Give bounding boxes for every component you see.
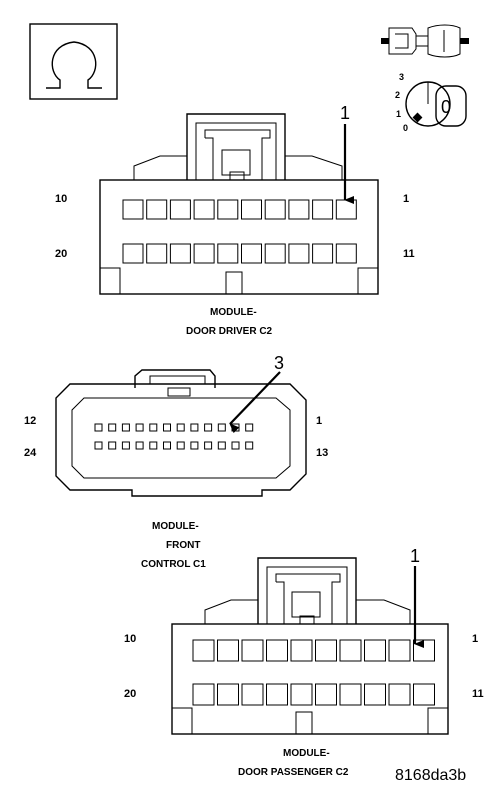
pin-cavity — [335, 199, 357, 220]
passenger-pin-label-1: 1 — [472, 633, 478, 645]
pin-cavity — [121, 423, 130, 432]
front-caption-line1: MODULE- — [152, 521, 199, 532]
pin-cavity — [266, 639, 288, 662]
pin-cavity — [94, 441, 103, 450]
pin-cavity — [241, 243, 262, 264]
ohmmeter-icon — [29, 23, 118, 100]
pin-cavity — [312, 199, 334, 220]
pin-cavity — [288, 243, 310, 264]
pin-cavity — [204, 441, 213, 450]
pin-cavity — [176, 423, 185, 432]
pin-cavity — [290, 639, 313, 662]
pin-cavity — [146, 243, 168, 264]
passenger-callout-1: 1 — [410, 546, 420, 566]
pin-cavity — [288, 199, 310, 220]
pin-cavity — [121, 441, 130, 450]
passenger-pin-label-10: 10 — [124, 633, 136, 645]
pin-cavity — [169, 243, 191, 264]
connector-door-passenger-c2 — [171, 557, 449, 735]
pin-cavity — [193, 199, 215, 220]
front-pin-label-13: 13 — [316, 447, 328, 459]
pin-cavity — [149, 441, 158, 450]
pin-cavity — [315, 683, 337, 706]
pin-cavity — [364, 639, 386, 662]
pin-cavity — [241, 639, 264, 662]
figure-id: 8168da3b — [395, 767, 466, 784]
front-pin-label-1: 1 — [316, 415, 322, 427]
passenger-caption-line2: DOOR PASSENGER C2 — [238, 767, 349, 778]
front-pin-label-24: 24 — [24, 447, 37, 459]
pin-cavity — [190, 441, 199, 450]
pin-cavity — [122, 243, 144, 264]
pin-cavity — [108, 441, 117, 450]
passenger-pin-label-20: 20 — [124, 688, 136, 700]
pin-cavity — [94, 423, 103, 432]
pin-cavity — [413, 639, 435, 662]
pin-cavity — [241, 199, 262, 220]
driver-pin-label-10: 10 — [55, 193, 67, 205]
pin-cavity — [169, 199, 191, 220]
ignition-pos-3: 3 — [399, 72, 404, 82]
pin-cavity — [163, 441, 171, 450]
pin-cavity — [190, 423, 199, 432]
pin-cavity — [204, 423, 213, 432]
ignition-pos-1: 1 — [396, 109, 401, 119]
pin-cavity — [388, 683, 411, 706]
pin-cavity — [217, 639, 239, 662]
front-callout-3: 3 — [274, 353, 284, 373]
pin-cavity — [241, 683, 264, 706]
pin-cavity — [364, 683, 386, 706]
ignition-key-label: 0 — [441, 97, 451, 117]
pin-cavity — [264, 243, 286, 264]
pin-cavity — [176, 441, 185, 450]
pin-cavity — [163, 423, 171, 432]
front-caption-line3: CONTROL C1 — [141, 559, 206, 570]
connector-door-driver-c2 — [99, 113, 379, 295]
pin-cavity — [217, 683, 239, 706]
pin-cavity — [335, 243, 357, 264]
pin-cavity — [339, 639, 362, 662]
pin-cavity — [388, 639, 411, 662]
ignition-pos-2: 2 — [395, 90, 400, 100]
pin-cavity — [217, 423, 226, 432]
pin-cavity — [135, 441, 144, 450]
pin-cavity — [149, 423, 158, 432]
pin-cavity — [217, 199, 239, 220]
pin-cavity — [245, 441, 254, 450]
connector-disconnect-icon — [381, 24, 469, 58]
pin-cavity — [217, 441, 226, 450]
driver-pin-label-11: 11 — [403, 248, 415, 260]
driver-callout-1: 1 — [340, 103, 350, 123]
connector-front-control-c1 — [55, 369, 307, 497]
driver-pin-label-20: 20 — [55, 248, 67, 260]
driver-pin-label-1: 1 — [403, 193, 409, 205]
ignition-pos-0: 0 — [403, 123, 408, 133]
ignition-switch-icon: 0 3 2 1 0 — [395, 72, 467, 133]
pin-cavity — [231, 423, 240, 432]
pin-cavity — [290, 683, 313, 706]
pin-cavity — [193, 243, 215, 264]
pin-cavity — [108, 423, 117, 432]
pin-cavity — [315, 639, 337, 662]
pin-cavity — [245, 423, 254, 432]
driver-caption-line2: DOOR DRIVER C2 — [186, 326, 273, 337]
pin-cavity — [217, 243, 239, 264]
pin-cavity — [192, 639, 215, 662]
pin-cavity — [339, 683, 362, 706]
front-caption-line2: FRONT — [166, 540, 200, 551]
pin-cavity — [122, 199, 144, 220]
pin-cavity — [135, 423, 144, 432]
pin-cavity — [192, 683, 215, 706]
passenger-caption-line1: MODULE- — [283, 748, 330, 759]
pin-cavity — [312, 243, 334, 264]
pin-cavity — [413, 683, 435, 706]
pin-cavity — [266, 683, 288, 706]
pin-cavity — [264, 199, 286, 220]
pin-cavity — [231, 441, 240, 450]
front-pin-label-12: 12 — [24, 415, 36, 427]
passenger-pin-label-11: 11 — [472, 688, 484, 700]
pin-cavity — [146, 199, 168, 220]
driver-caption-line1: MODULE- — [210, 307, 257, 318]
